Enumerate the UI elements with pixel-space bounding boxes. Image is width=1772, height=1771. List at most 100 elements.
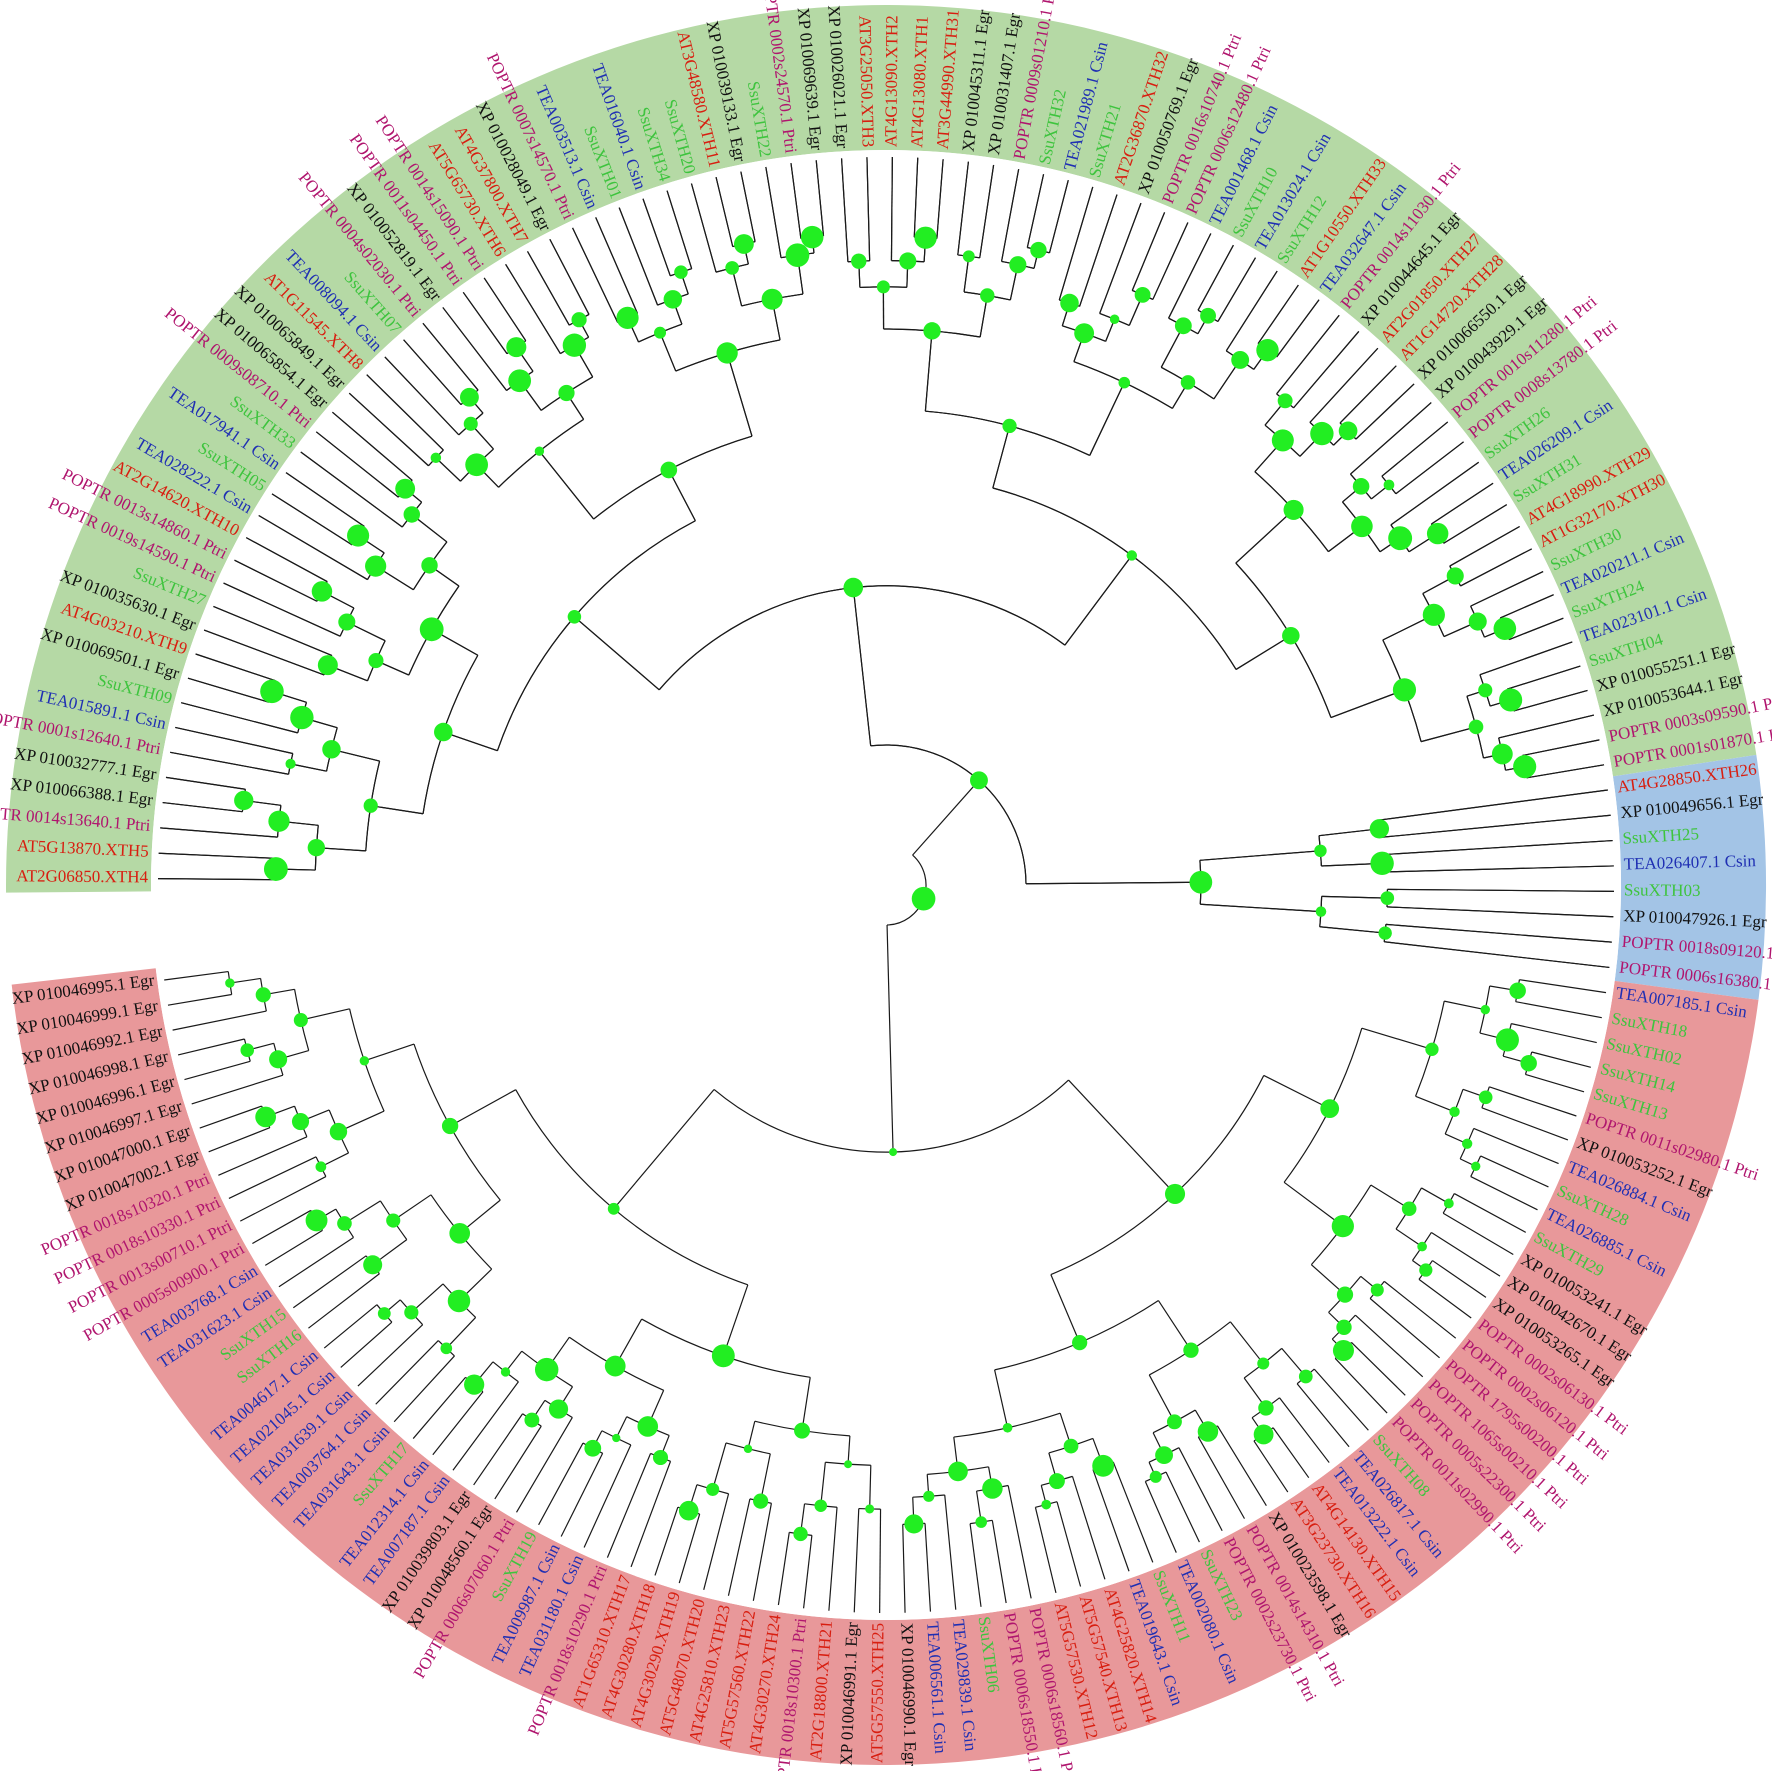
branch-segment [1279,1397,1330,1463]
leaf-label: AT5G57550.XTH25 [867,1623,887,1763]
leaf-label: AT2G06850.XTH4 [16,866,148,886]
support-node [370,655,381,666]
branch-segment [1199,850,1321,861]
support-node [1392,678,1417,702]
branch-segment [630,1461,672,1568]
branch-segment [1380,814,1611,839]
support-node [262,681,282,702]
branch-segment [432,1391,484,1456]
support-node [1495,1028,1519,1052]
branch-segment [1431,1231,1501,1277]
branch-segment [1390,461,1480,526]
branch-segment [364,1043,415,1062]
branch-segment [1168,233,1212,319]
branch-segment [315,431,399,498]
support-node [607,1202,620,1215]
branch-segment [1068,1079,1176,1195]
branch-segment [483,277,527,342]
support-node [1271,429,1294,452]
support-node [814,1499,828,1513]
branch-segment [969,1523,982,1607]
branch-segment [191,1074,284,1105]
branch-segment [1319,926,1386,934]
branch-segment [1421,1187,1450,1204]
support-node [1320,1099,1340,1119]
leaf-label: SsuXTH03 [1624,880,1701,900]
support-node [1401,1201,1417,1217]
branch-segment [1058,186,1094,301]
support-node [386,1213,401,1228]
branch-segment [752,1503,773,1601]
branch-segment [715,176,734,247]
branch-segment [158,878,276,881]
branch-segment [1385,923,1612,943]
branch-segment [760,1453,771,1502]
support-node [904,1514,924,1534]
support-node [652,1449,669,1466]
branch-segment [902,1524,906,1613]
support-node [404,1305,419,1320]
branch-segment [1272,1427,1310,1479]
support-node [761,288,783,310]
branch-segment [449,1089,517,1127]
support-node [1048,1473,1065,1490]
support-node [285,758,296,769]
branch-segment [992,425,1011,489]
support-node [1425,1042,1439,1056]
branch-segment [195,653,276,682]
support-node [350,528,366,543]
support-node [1443,1198,1454,1209]
support-node [449,1222,471,1244]
support-node [793,1526,808,1542]
branch-segment [1157,1300,1192,1351]
branch-segment [1525,1073,1585,1093]
branch-segment [1050,1274,1081,1343]
support-node [637,1416,659,1437]
support-node [923,322,941,340]
support-node [463,416,478,431]
support-node [290,705,314,730]
branch-segment [160,827,278,838]
branch-segment [777,1532,790,1606]
branch-segment [666,190,693,269]
support-node [534,446,545,456]
support-node [1493,617,1517,640]
branch-segment [1276,314,1340,395]
support-node [272,814,286,828]
branch-segment [924,330,933,412]
branch-segment [1026,174,1045,248]
branch-segment [879,1509,882,1613]
branch-segment [228,1156,317,1199]
branch-segment [869,1465,872,1509]
branch-segment [208,1127,271,1153]
branch-segment [1257,284,1299,344]
branch-segment [1351,1342,1406,1396]
branch-segment [1442,1212,1514,1256]
clade-background-sectors [5,4,1766,1765]
support-node [1357,482,1366,491]
branch-segment [1508,617,1564,641]
support-node [1480,685,1490,695]
support-node [920,232,931,243]
branch-segment [1034,1507,1057,1594]
branch-segment [181,702,298,734]
support-node [1277,393,1293,409]
branch-segment [234,559,318,602]
tree-inner-disc [151,150,1621,1620]
support-node [1155,1446,1173,1465]
branch-segment [252,1209,312,1245]
branch-segment [199,1105,262,1129]
branch-segment [1415,1095,1455,1113]
branch-segment [332,411,413,481]
branch-segment [384,356,460,436]
support-node [377,1307,391,1320]
support-node [739,239,749,249]
branch-segment [1370,1184,1410,1210]
support-node [1378,926,1392,940]
tree-nodes [225,225,1537,1542]
support-node [1126,550,1137,561]
branch-segment [765,166,782,258]
branch-segment [1112,1461,1154,1563]
branch-segment [239,1176,327,1222]
support-node [1515,757,1534,776]
